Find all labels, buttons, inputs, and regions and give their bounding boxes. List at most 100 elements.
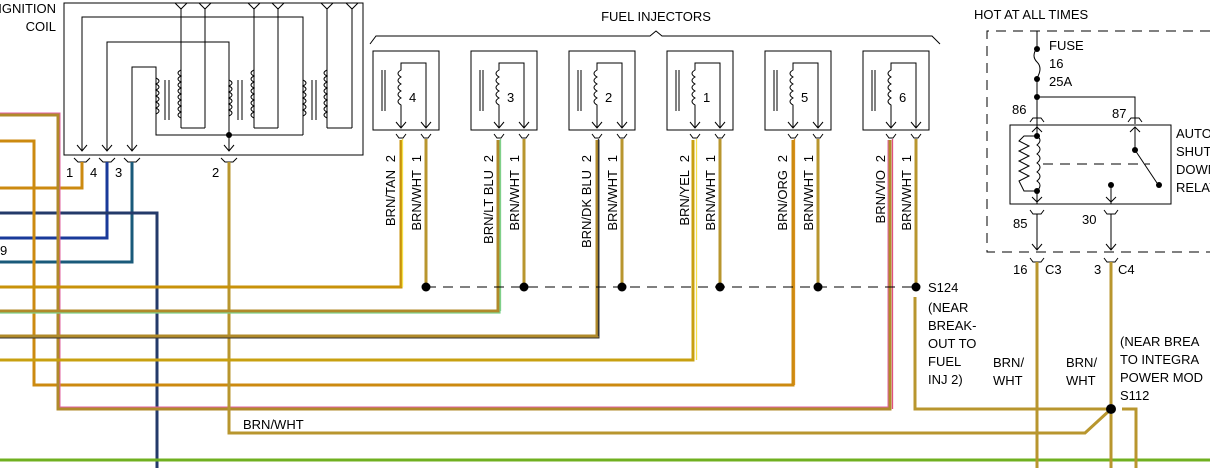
relay-pin-85: 85 xyxy=(1013,216,1027,231)
s112-splice-dot xyxy=(1106,404,1116,414)
connector-c3-label: C3 xyxy=(1045,262,1062,277)
injector-wire2-label: BRN/TAN xyxy=(383,170,398,226)
injector-pin2-label: 2 xyxy=(481,155,496,162)
fuel-injectors-bracket xyxy=(369,30,941,45)
coil-pin-1: 1 xyxy=(66,165,73,180)
injector-core-icon xyxy=(381,70,386,111)
wire-coil-pin1 xyxy=(0,162,84,190)
injector-coil-icon xyxy=(887,62,917,128)
relay-name-1: AUTO xyxy=(1176,126,1210,141)
ignition-coil-box xyxy=(63,2,364,156)
wire-inj3-ltblu xyxy=(0,140,500,313)
fuse-label: FUSE xyxy=(1049,38,1084,53)
connector-c3-pin: 16 xyxy=(1013,262,1027,277)
relay-box xyxy=(1009,124,1172,205)
wire-inj6-vio xyxy=(0,113,892,411)
wire-label-brn-left-2: WHT xyxy=(993,373,1023,388)
s124-note-1: (NEAR xyxy=(928,300,968,315)
relay-switch-icon xyxy=(1134,149,1158,184)
s112-label: S112 xyxy=(1120,388,1149,403)
wire-label-brn-right-2: WHT xyxy=(1066,373,1096,388)
injector-wire1-label: BRN/WHT xyxy=(801,170,816,231)
injector-core-icon xyxy=(871,70,876,111)
injector-wire1-label: BRN/WHT xyxy=(507,170,522,231)
wire-dark-blue xyxy=(0,211,159,468)
s124-note-3: OUT TO xyxy=(928,336,976,351)
fuse-number: 16 xyxy=(1049,56,1063,71)
wire-inj4-tan xyxy=(0,140,403,289)
wire-label-brn-left-1: BRN/ xyxy=(993,355,1024,370)
injector-number: 3 xyxy=(507,90,514,105)
injector-coil-icon xyxy=(789,62,819,128)
relay-coil-icon xyxy=(1036,135,1041,192)
injector-wire2-label: BRN/YEL xyxy=(677,170,692,226)
injector-pin2-label: 2 xyxy=(873,155,888,162)
wire-coil-pin2-brnwht xyxy=(227,162,1112,435)
injector-pin1-label: 1 xyxy=(899,155,914,162)
injector-box xyxy=(372,50,440,131)
injector-box xyxy=(764,50,832,131)
injector-number: 1 xyxy=(703,90,710,105)
injector-core-icon xyxy=(773,70,778,111)
fuel-injectors-title: FUEL INJECTORS xyxy=(601,9,711,24)
injector-box xyxy=(470,50,538,131)
injector-number: 5 xyxy=(801,90,808,105)
s112-note-2: TO INTEGRA xyxy=(1120,352,1200,367)
injector-wire2-label: BRN/LT BLU xyxy=(481,170,496,244)
wire-inj5-org xyxy=(0,139,795,387)
injector-wire2-label: BRN/ORG xyxy=(775,170,790,231)
injector-wire2-label: BRN/DK BLU xyxy=(579,170,594,248)
injector-pin1-label: 1 xyxy=(801,155,816,162)
ignition-coil: IGNITION COIL 1 4 3 xyxy=(0,1,364,180)
injector-wire1-label: BRN/WHT xyxy=(409,170,424,231)
injector-coil-icon xyxy=(593,62,623,128)
splice-dot xyxy=(911,282,921,292)
relay-pin-86: 86 xyxy=(1012,102,1026,117)
relay-resistor-icon xyxy=(1017,135,1037,192)
injector-box xyxy=(568,50,636,131)
injector-coil-icon xyxy=(397,62,427,128)
relay-name-3: DOWN xyxy=(1176,162,1210,177)
injector-core-icon xyxy=(675,70,680,111)
injector-number: 4 xyxy=(409,90,416,105)
injector-box xyxy=(862,50,930,131)
injector-pin2-label: 2 xyxy=(775,155,790,162)
spark-plug-towers xyxy=(174,2,359,10)
injector-wire1-label: BRN/WHT xyxy=(703,170,718,231)
coil-pin-4: 4 xyxy=(90,165,97,180)
injector-pin2-label: 2 xyxy=(677,155,692,162)
coil-windings-icon xyxy=(154,69,329,120)
injector-wire1-label: BRN/WHT xyxy=(605,170,620,231)
injector-pin1-label: 1 xyxy=(703,155,718,162)
ignition-coil-label-1: IGNITION xyxy=(0,1,56,16)
coil-pin-3: 3 xyxy=(115,165,122,180)
fuse-rating: 25A xyxy=(1049,74,1072,89)
edge-number: 9 xyxy=(0,243,7,258)
splices: S124 (NEAR BREAK- OUT TO FUEL INJ 2) (NE… xyxy=(913,280,1203,468)
s112-note-1: (NEAR BREA xyxy=(1120,334,1200,349)
injector-pin1-label: 1 xyxy=(409,155,424,162)
fuse-icon xyxy=(1033,31,1041,128)
splice-dot xyxy=(519,282,529,292)
injector-pin2-label: 2 xyxy=(383,155,398,162)
injector-coil-icon xyxy=(495,62,525,128)
coil-pin-2: 2 xyxy=(212,165,219,180)
relay-pin-87: 87 xyxy=(1112,106,1126,121)
ignition-coil-label-2: COIL xyxy=(26,19,56,34)
wire-inj2-dkblu xyxy=(0,140,599,338)
injector-box xyxy=(666,50,734,131)
s124-note-4: FUEL xyxy=(928,354,961,369)
injector-number: 6 xyxy=(899,90,906,105)
relay-pin-30: 30 xyxy=(1082,212,1096,227)
injector-pin2-label: 2 xyxy=(579,155,594,162)
connector-c4-label: C4 xyxy=(1118,262,1135,277)
auto-shutdown-relay: HOT AT ALL TIMES FUSE 16 25A 86 87 AUTO … xyxy=(974,7,1210,468)
wire-coil-pin4 xyxy=(0,162,109,240)
